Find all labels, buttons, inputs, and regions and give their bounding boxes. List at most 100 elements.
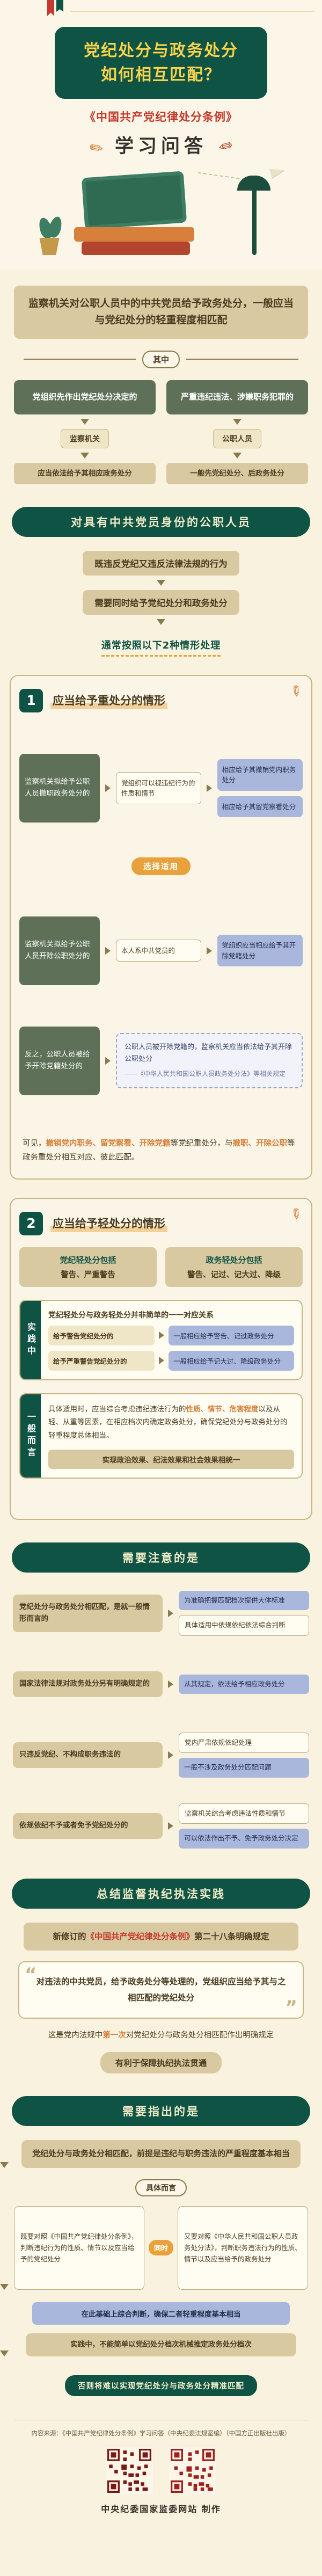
case-1-row-1-situation: 监察机关拟给予公职人员撤职政务处分的 — [19, 753, 100, 823]
party-regulation-box: 既要对照《中国共产党纪律处分条例》，判断违纪行为的性质、情节以及应当给予的党纪处… — [14, 2206, 144, 2290]
footer-section: 内容来源：《中国共产党纪律处分条例》学习问答（中央纪委法规室编）（中国方正出版社… — [0, 2420, 322, 2515]
law-quote-text: 公职人员被开除党籍的，监察机关应当依法给予其开除公职处分 — [125, 1043, 292, 1063]
plant-leaf-icon — [46, 215, 64, 239]
plant-pot-icon — [39, 238, 60, 255]
summary-highlight: 撤职、开除公职 — [232, 1139, 288, 1148]
branch-right-head: 严重违纪违法、涉嫌职务犯罪的 — [166, 380, 308, 414]
party-light-value: 警告、严重警告 — [61, 1270, 115, 1279]
case-1-result-demotion: 相应给予其撤销党内职务处分 — [217, 759, 303, 791]
notice-row-2: 国家法律法规对政务处分另有明确规定的 从其规定，依法给予相应政务处分 — [13, 1654, 309, 1714]
notice-row-4-point-2: 可以依法作出不予、免予政务处分决定 — [179, 1829, 309, 1849]
summary-lead: 新修订的《中国共产党纪律处分条例》第二十八条明确规定 — [24, 1922, 298, 1951]
arrow-right-icon — [206, 784, 212, 792]
top-rule-divider — [70, 11, 314, 12]
notice-row-1-point-1: 为准确把握匹配档次提供大体标准 — [179, 1590, 309, 1611]
case-1-row-3: 反之，公职人员被给予开除党籍处分的 公职人员被开除党籍的，监察机关应当依法给予其… — [19, 1026, 303, 1095]
qr-code-app — [169, 2447, 216, 2495]
series-title: ✎学习问答✎ — [0, 131, 322, 160]
law-reference-box: 公职人员被开除党籍的，监察机关应当依法给予其开除公职处分 ——《中华人民共和国公… — [116, 1033, 303, 1089]
general-text: 具体适用时，应当综合考虑违纪违法行为的 — [48, 1405, 186, 1414]
content-source: 内容来源：《中国共产党纪律处分条例》学习问答（中央纪委法规室编）（中国方正出版社… — [31, 2429, 291, 2437]
gov-light-value: 警告、记过、记大过、降级 — [187, 1270, 281, 1279]
gov-light-label: 政务轻处分包括 — [206, 1255, 262, 1265]
notice-row-3-point-1: 党内严肃依规依纪处理 — [179, 1732, 309, 1753]
orange-book-illustration — [74, 227, 194, 242]
practice-content: 党纪轻处分与政务轻处分并非简单的一一对应关系 给予警告党纪处分的 一般相应给予警… — [41, 1301, 302, 1379]
arrow-down-icon — [157, 618, 165, 625]
general-paragraph: 具体适用时，应当综合考虑违纪违法行为的性质、情节、危害程度以及从轻、从重等因素，… — [48, 1403, 294, 1442]
summary-paragraph: 这是党内法规中第一次对党纪处分与政务处分相匹配作出明确规定 — [24, 2028, 298, 2042]
pair-2-result: 一般相应给予记大过、降级政务处分 — [169, 1350, 294, 1371]
case-2-number-badge: 2 — [19, 1211, 43, 1235]
intro-statement: 监察机关对公职人员中的中共党员给予政务处分，一般应当与党纪处分的轻重程度相匹配 — [14, 286, 308, 339]
notice-row-2-left: 国家法律法规对政务处分另有明确规定的 — [13, 1671, 163, 1697]
case-1-row-2-condition: 本人系中共党员的 — [116, 940, 201, 962]
summary-text: 等党纪重处分，与 — [170, 1139, 233, 1148]
summary-text: 对党纪处分与政务处分相匹配作出明确规定 — [126, 2031, 274, 2040]
notice-row-4-left: 依规依纪不予或者免予党纪处分的 — [13, 1813, 163, 1839]
ribbon-icon — [47, 0, 63, 16]
arrow-right-icon — [168, 1680, 174, 1688]
page-title: 党纪处分与政务处分 如何相互匹配？ — [55, 27, 267, 99]
arrow-down-icon — [233, 418, 241, 425]
ribbon-green-icon — [56, 0, 63, 12]
intro-section: 监察机关对公职人员中的中共党员给予政务处分，一般应当与党纪处分的轻重程度相匹配 … — [0, 286, 322, 484]
flow-step-1: 既违反党纪又违反法律法规的行为 — [83, 550, 239, 576]
summary-highlight: 撤销党内职务、留党察看、开除党籍 — [46, 1139, 171, 1148]
practice-pair-1: 给予警告党纪处分的 一般相应给予警告、记过政务处分 — [48, 1325, 294, 1345]
lead-text: 第二十八条明确规定 — [194, 1931, 269, 1941]
practice-tab: 实践中 — [20, 1300, 41, 1379]
arrow-right-icon — [168, 1822, 174, 1830]
arrow-down-icon — [157, 579, 165, 586]
case-2-title: 应当给予轻处分的情形 — [50, 1214, 167, 1232]
notice-row-2-point-1: 从其规定，依法给予相应政务处分 — [179, 1674, 309, 1694]
hero-section: 党纪处分与政务处分 如何相互匹配？ 《中国共产党纪律处分条例》 ✎学习问答✎ — [0, 0, 322, 270]
arrow-right-icon — [206, 947, 212, 955]
pointout-note: 实践中，不能简单以党纪处分档次机械推定政务处分档次 — [26, 2333, 296, 2357]
notice-row-1-left: 党纪处分与政务处分相匹配，是就一般情形而言的 — [13, 1595, 163, 1632]
arrow-down-icon — [0, 2162, 9, 2178]
case-1-row-1-results: 相应给予其撤销党内职务处分 相应给予其留党察看处分 — [217, 759, 303, 817]
gov-light-sanction-box: 政务轻处分包括 警告、记过、记大过、降级 — [165, 1247, 303, 1287]
lamp-stem-icon — [252, 187, 257, 255]
branch-left-result: 应当依法给予其相应政务处分 — [14, 462, 156, 484]
case-1-number-badge: 1 — [19, 688, 43, 712]
paper-plane-icon — [269, 165, 286, 178]
general-text: 以及从轻、从重等因素，在相应档次内确定政务处分，确保党纪处分与政务处分的轻重程度… — [48, 1405, 288, 1440]
pair-1-result: 一般相应给予警告、记过政务处分 — [169, 1325, 294, 1345]
case-1-row-2: 监察机关拟给予公职人员开除公职处分的 本人系中共党员的 党组织应当相应给予其开除… — [19, 916, 303, 985]
arrow-down-icon — [0, 2351, 9, 2367]
branch-left-mid: 监察机关 — [61, 428, 109, 448]
general-content: 具体适用时，应当综合考虑违纪违法行为的性质、情节、危害程度以及从轻、从重等因素，… — [41, 1394, 302, 1478]
case-1-summary: 可见，撤销党内职务、留党察看、开除党籍等党纪重处分，与撤职、开除公职等政务重处分… — [19, 1137, 303, 1165]
ribbon-red-icon — [47, 0, 54, 16]
page-title-line2: 如何相互匹配？ — [101, 66, 221, 84]
case-1-row-1: 监察机关拟给予公职人员撤职政务处分的 党组织可以视违纪行为的性质和情节 相应给予… — [19, 753, 303, 823]
arrow-right-icon — [159, 1357, 164, 1365]
arrow-down-icon — [80, 418, 89, 425]
summary-text: 可见， — [23, 1139, 46, 1148]
notice-row-4-right: 监察机关综合考虑违法性质和情节 可以依法作出不予、免予政务处分决定 — [179, 1803, 309, 1849]
notice-row-1: 党纪处分与政务处分相匹配，是就一般情形而言的 为准确把握匹配档次提供大体标准 具… — [13, 1583, 309, 1643]
case-1-title-row: 1 应当给予重处分的情形 — [19, 688, 303, 712]
case-1-result-expel-party: 党组织应当相应给予其开除党籍处分 — [217, 935, 303, 967]
intro-branches: 党组织先作出党纪处分决定的 监察机关 应当依法给予其相应政务处分 严重违纪违法、… — [14, 380, 308, 484]
case-1-row-2-results: 党组织应当相应给予其开除党籍处分 — [217, 935, 303, 967]
section-a-flow: 既违反党纪又违反法律法规的行为 需要同时给予党纪处分和政务处分 通常按照以下2种… — [32, 550, 290, 657]
case-1-result-probation: 相应给予其留党察看处分 — [217, 796, 303, 817]
pointout-connector: 具体而言 — [135, 2179, 187, 2196]
lead-book-title: 《中国共产党纪律处分条例》 — [86, 1931, 194, 1941]
practice-block: 实践中 党纪轻处分与政务轻处分并非简单的一一对应关系 给予警告党纪处分的 一般相… — [19, 1299, 303, 1380]
party-light-label: 党纪轻处分包括 — [60, 1255, 116, 1265]
branch-left: 党组织先作出党纪处分决定的 监察机关 应当依法给予其相应政务处分 — [14, 380, 156, 484]
summary-final-note: 有利于保障执纪执法贯通 — [100, 2052, 222, 2074]
regulation-quote-box: “ 对违法的中共党员，给予政务处分等处理的，党组织应当给予其与之相匹配的党纪处分… — [18, 1961, 304, 2019]
light-sanction-boxes: 党纪轻处分包括 警告、严重警告 政务轻处分包括 警告、记过、记大过、降级 — [19, 1247, 303, 1287]
case-2-light-sanction: ✎ 2 应当给予轻处分的情形 党纪轻处分包括 警告、严重警告 政务轻处分包括 警… — [10, 1197, 312, 1520]
quote-close-icon: ” — [285, 1997, 297, 2019]
arrow-down-icon — [80, 452, 89, 459]
case-1-heavy-sanction: ✎ 1 应当给予重处分的情形 监察机关拟给予公职人员撤职政务处分的 党组织可以视… — [10, 674, 312, 1180]
notice-row-2-right: 从其规定，依法给予相应政务处分 — [179, 1674, 309, 1694]
two-cases-note: 通常按照以下2种情形处理 — [101, 638, 221, 657]
